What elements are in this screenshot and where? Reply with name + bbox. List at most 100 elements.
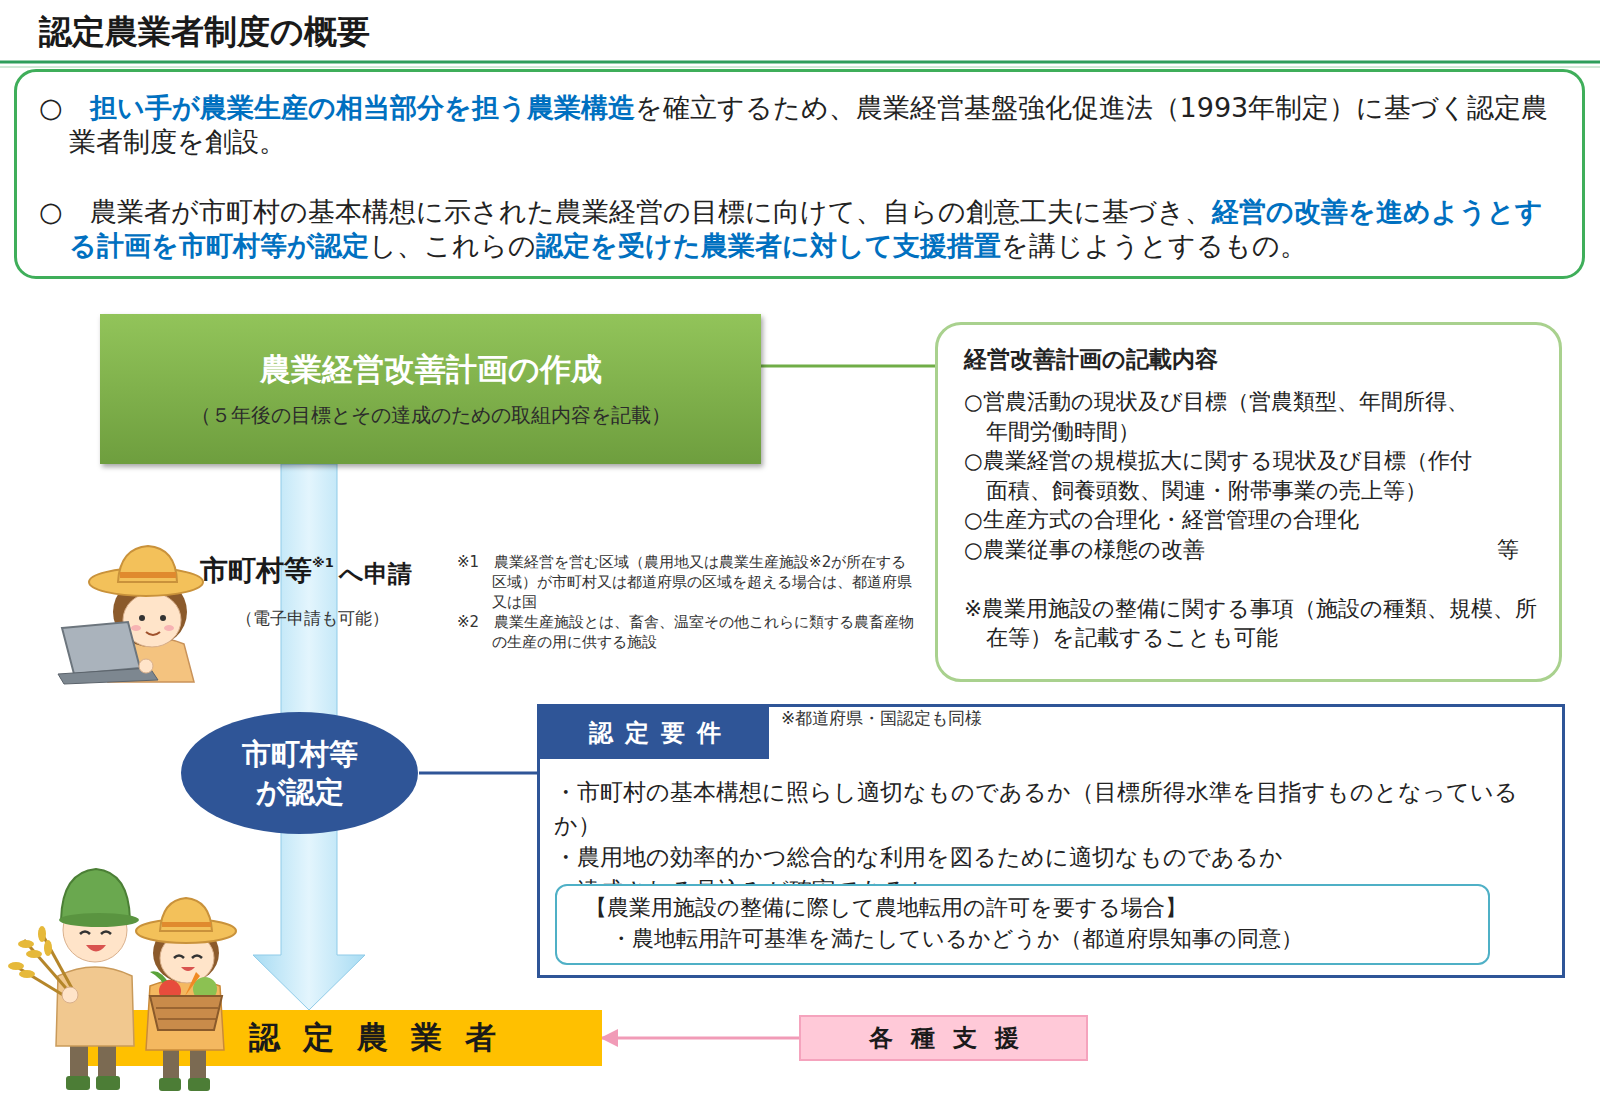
apply-label: 市町村等 xyxy=(200,553,312,589)
certified-text: 認定農業者 xyxy=(249,1017,519,1059)
content-item: ※農業用施設の整備に関する事項（施設の種類、規模、所在等）を記載することも可能 xyxy=(964,594,1545,653)
eye xyxy=(160,615,166,621)
approval-ellipse: 市町村等が認定 xyxy=(180,711,419,835)
mouth xyxy=(86,945,106,952)
farmer-laptop-illustration xyxy=(58,546,203,684)
man-leg xyxy=(98,1040,116,1082)
hat-band xyxy=(162,922,211,927)
hat-brim xyxy=(89,568,203,596)
man-face xyxy=(63,898,127,962)
footnote-mark: ※1 xyxy=(312,555,334,571)
title-rule xyxy=(0,61,1600,64)
laptop-base xyxy=(58,668,158,684)
highlight-run: 担い手が農業生産の相当部分を担う農業構造 xyxy=(90,92,635,123)
cheek xyxy=(164,625,174,631)
woman-hair xyxy=(153,923,219,983)
woman-leg xyxy=(190,1045,206,1085)
rice-grain xyxy=(8,962,24,970)
text-run: ○ xyxy=(39,92,90,123)
ellipse-shape xyxy=(181,712,418,834)
summary-text: ○ 担い手が農業生産の相当部分を担う農業構造を確立するため、農業経営基盤強化促進… xyxy=(69,91,1558,159)
content-item: ○農業従事の様態の改善 xyxy=(964,535,1479,565)
hat-crown xyxy=(118,546,177,582)
title-rule-thin xyxy=(0,67,1600,68)
apply-label-row: 市町村等※1 へ申請 xyxy=(200,553,412,592)
plan-link-line xyxy=(761,365,935,368)
apply-note: （電子申請も可能） xyxy=(236,607,389,630)
summary-box: ○ 担い手が農業生産の相当部分を担う農業構造を確立するため、農業経営基盤強化促進… xyxy=(14,69,1585,279)
eye xyxy=(139,615,145,621)
man-leg xyxy=(70,1040,88,1082)
woman-boot xyxy=(159,1078,181,1091)
basket-weave xyxy=(156,1008,218,1019)
support-box: 各種支援 xyxy=(799,1015,1088,1061)
cap-brim xyxy=(59,913,139,927)
content-box: 経営改善計画の記載内容 ○営農活動の現状及び目標（営農類型、年間所得、年間労働時間… xyxy=(935,322,1562,682)
plan-note: （５年後の目標とその達成のための取組内容を記載） xyxy=(191,402,671,428)
man-cap xyxy=(61,869,130,920)
requirements-box: 認定要件・市町村の基本構想に照らし適切なものであるか（目標所得水準を目指すものと… xyxy=(537,704,1565,978)
rice-grain xyxy=(18,940,34,948)
cheek xyxy=(131,625,141,631)
tomato xyxy=(159,980,181,1002)
man-boot xyxy=(96,1076,120,1090)
eye xyxy=(101,932,111,935)
rice-stalk xyxy=(12,964,68,998)
conversion-item: ・農地転用許可基準を満たしているかどうか（都道府県知事の同意） xyxy=(585,923,1478,954)
cabbage xyxy=(193,977,217,1001)
eye xyxy=(174,956,184,959)
conversion-heading: 【農業用施設の整備に際して農地転用の許可を要する場合】 xyxy=(585,892,1478,923)
rice-grain xyxy=(19,970,35,978)
woman-face xyxy=(160,933,214,983)
carrot xyxy=(185,972,200,996)
content-item: ○生産方式の合理化・経営管理の合理化 xyxy=(964,505,1479,535)
requirement-link-line xyxy=(419,772,537,775)
requirements-tab: 認定要件 xyxy=(540,707,769,759)
certified-farmer-bar: 認定農業者 xyxy=(77,1010,602,1066)
hat-brim xyxy=(136,919,236,943)
mouth xyxy=(146,632,160,635)
farmer-hand xyxy=(139,659,153,673)
approval-text: 市町村等が認定 xyxy=(237,735,362,811)
rice-grain xyxy=(38,926,46,942)
rice-grain xyxy=(26,950,42,958)
man-shirt xyxy=(56,967,134,1046)
footnote-block: ※1 農業経営を営む区域（農用地又は農業生産施設※2が所在する区域）が市町村又は… xyxy=(457,552,919,652)
content-item: ○農業経営の規模拡大に関する現状及び目標（作付面積、飼養頭数、関連・附帯事業の売… xyxy=(964,446,1479,505)
requirement-item: ・市町村の基本構想に照らし適切なものであるか（目標所得水準を目指すものとなってい… xyxy=(554,776,1552,841)
plan-title: 農業経営改善計画の作成 xyxy=(260,350,602,388)
hat-band xyxy=(120,572,176,578)
farmer-hair xyxy=(113,577,187,647)
footnote: ※1 農業経営を営む区域（農用地又は農業生産施設※2が所在する区域）が市町村又は… xyxy=(457,552,919,612)
conversion-box: 【農業用施設の整備に際して農地転用の許可を要する場合】・農地転用許可基準を満たし… xyxy=(555,884,1490,965)
rice-grain xyxy=(44,940,52,956)
plan-box: 農業経営改善計画の作成 （５年後の目標とその達成のための取組内容を記載） xyxy=(100,314,761,464)
farmer-shirt xyxy=(108,637,194,682)
rice-stalk xyxy=(40,930,74,992)
support-text: 各種支援 xyxy=(869,1022,1037,1054)
farmer-face xyxy=(123,593,181,647)
eye xyxy=(192,956,202,959)
ellipse-outline xyxy=(180,711,419,835)
highlight-run: 認定を受けた農業者に対して支援措置 xyxy=(536,230,1001,261)
vegetable-leaf xyxy=(150,971,170,990)
mouth xyxy=(181,967,195,971)
woman-shirt xyxy=(146,979,224,1050)
rice-stalk xyxy=(24,940,72,995)
farmers-illustration xyxy=(8,869,236,1091)
basket xyxy=(150,996,222,1030)
content-item: ○営農活動の現状及び目標（営農類型、年間所得、年間労働時間） xyxy=(964,387,1479,446)
page-title: 認定農業者制度の概要 xyxy=(39,10,370,55)
summary-text: ○ 農業者が市町村の基本構想に示された農業経営の目標に向けて、自らの創意工夫に基… xyxy=(69,195,1558,263)
eye xyxy=(80,932,90,935)
requirements-note: ※都道府県・国認定も同様 xyxy=(781,707,982,730)
woman-boot xyxy=(188,1078,210,1091)
man-hand xyxy=(62,987,78,1003)
requirement-item: ・農用地の効率的かつ総合的な利用を図るために適切なものであるか xyxy=(554,841,1552,874)
content-item: 等 xyxy=(1497,535,1519,565)
content-heading: 経営改善計画の記載内容 xyxy=(964,343,1479,375)
apply-label: へ申請 xyxy=(339,556,412,592)
text-run: し、これらの xyxy=(369,230,536,261)
